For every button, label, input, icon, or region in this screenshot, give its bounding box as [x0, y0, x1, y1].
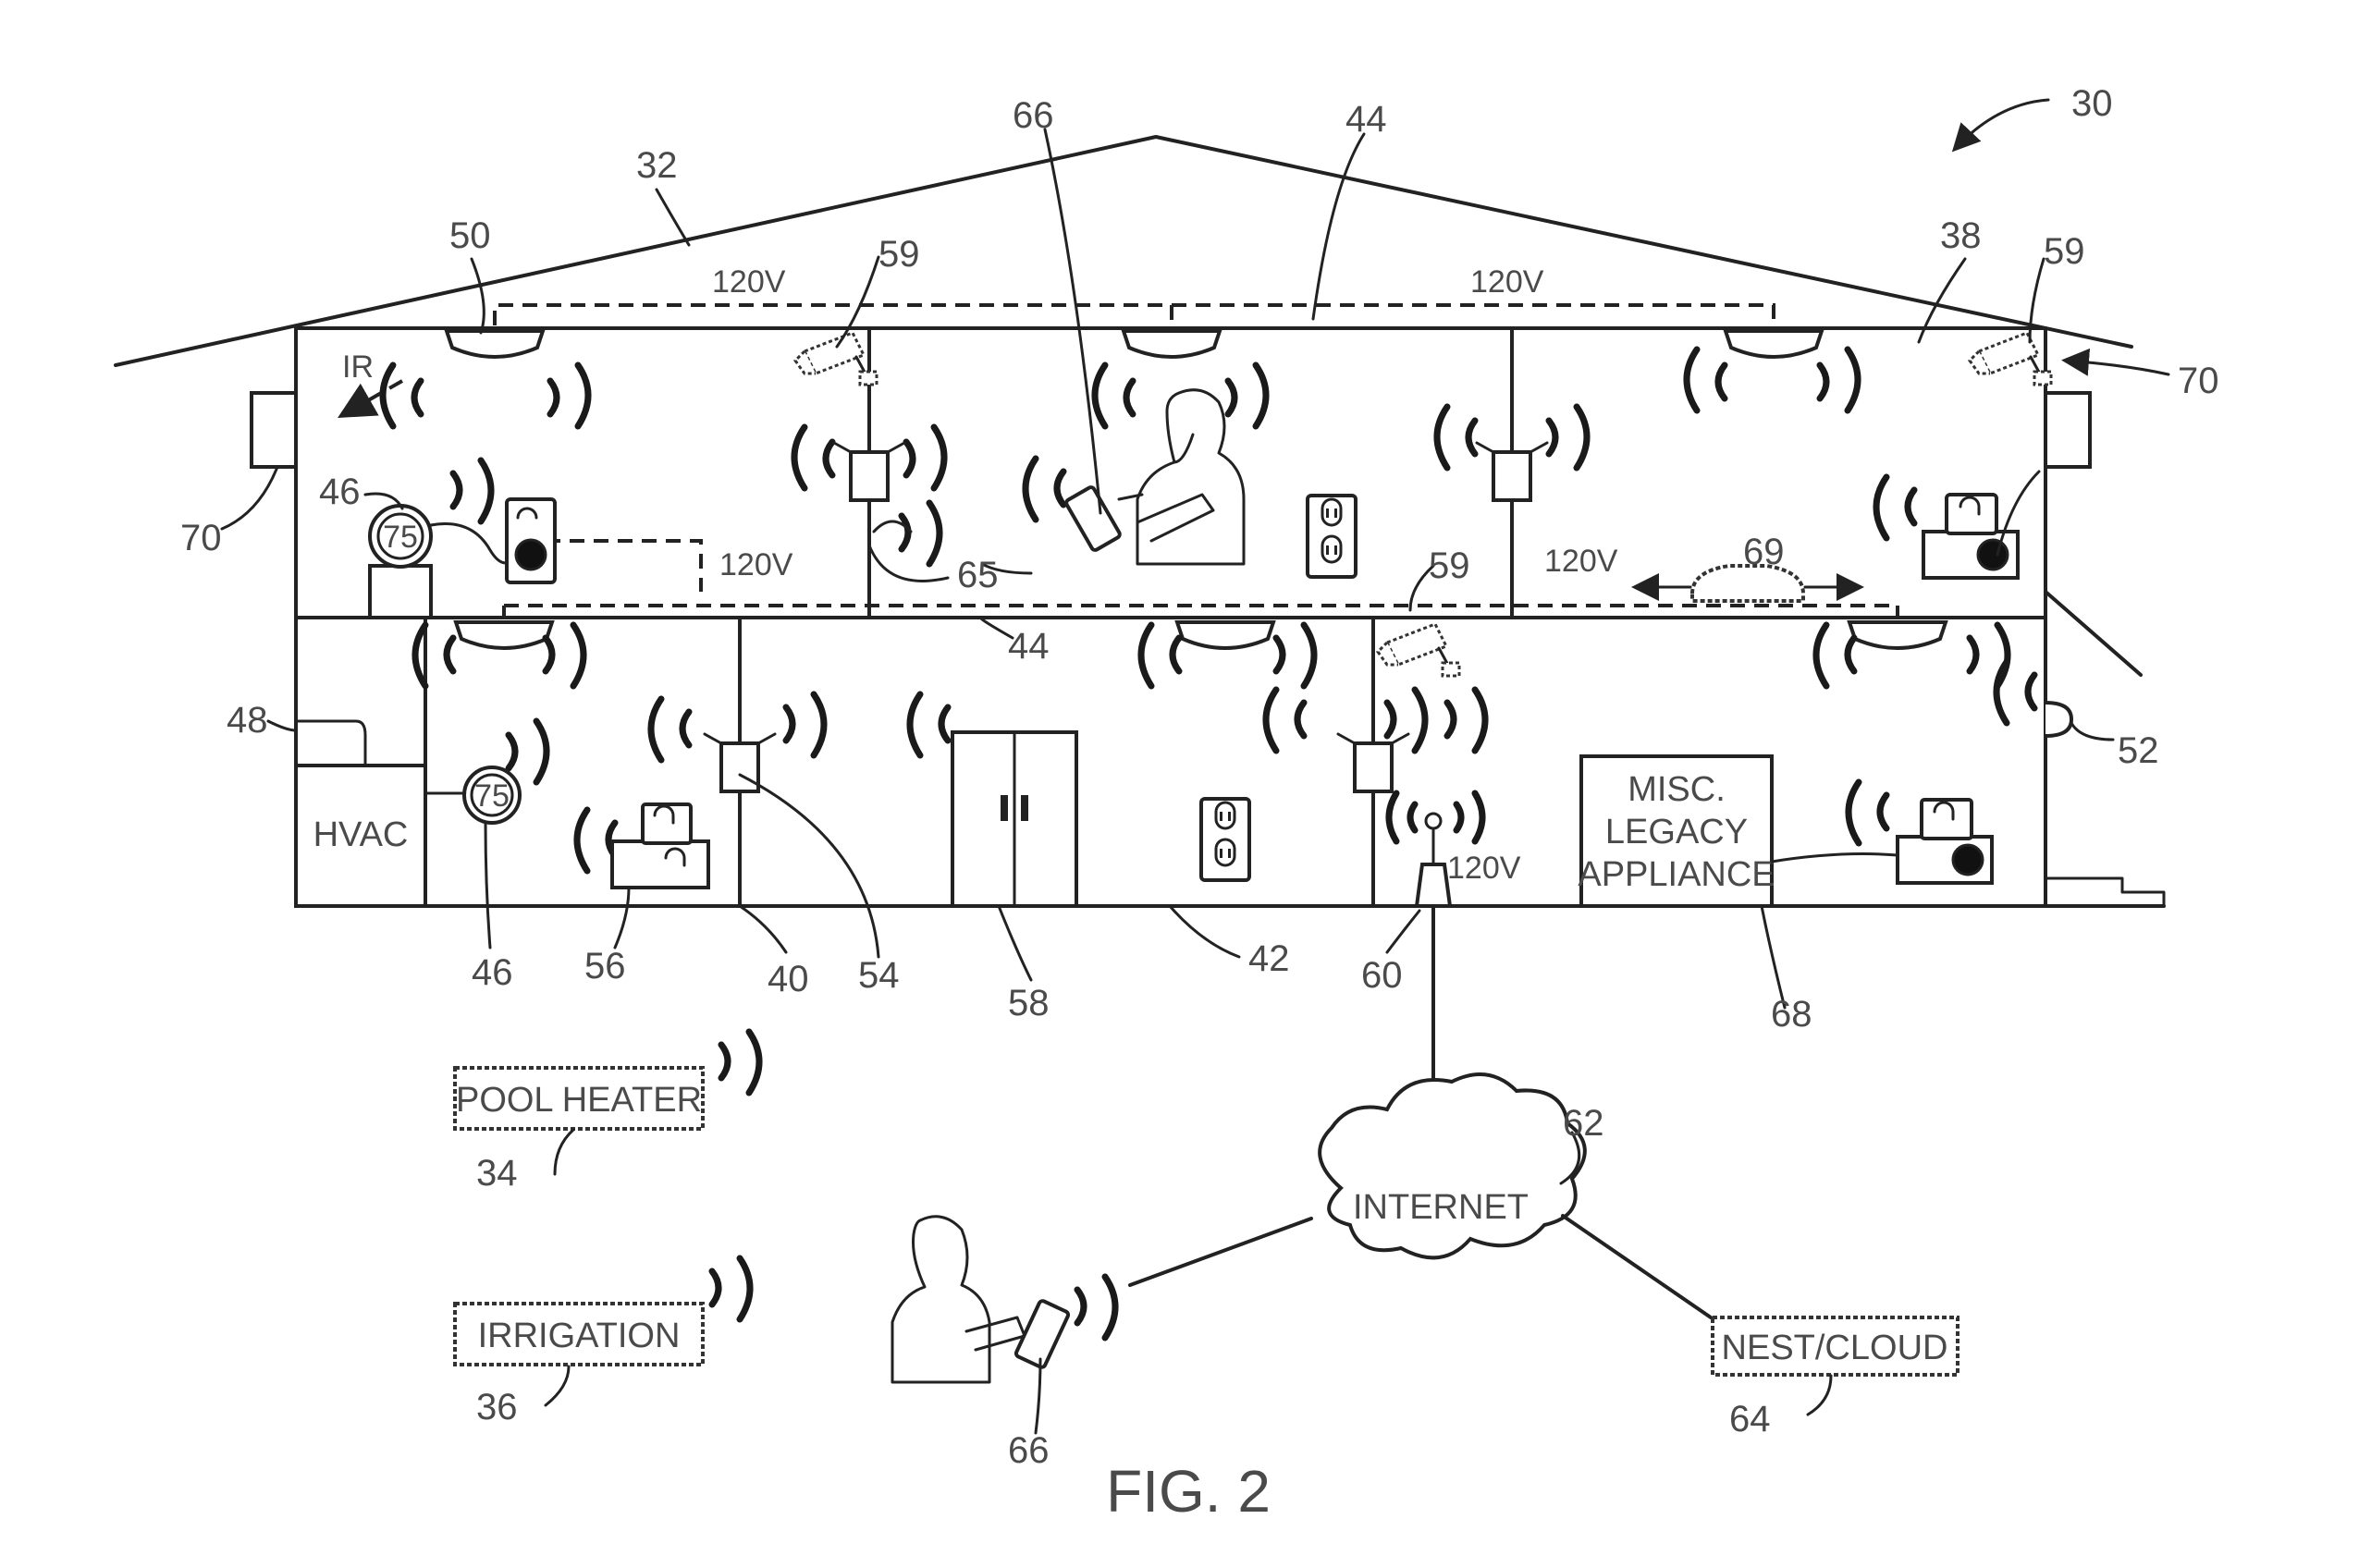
patio-roof	[2044, 590, 2143, 677]
network: INTERNET POOL HEATER IRRIGATION NEST/CLO…	[453, 904, 1959, 1384]
voltage-labels: 120V 120V 120V 120V 120V IR	[342, 264, 1618, 886]
svg-text:32: 32	[636, 145, 678, 186]
svg-text:52: 52	[2118, 730, 2159, 771]
svg-text:APPLIANCE: APPLIANCE	[1578, 855, 1775, 894]
svg-text:59: 59	[1429, 545, 1470, 586]
external-sensor-left	[250, 391, 298, 469]
svg-text:HVAC: HVAC	[313, 815, 409, 854]
svg-text:70: 70	[2178, 361, 2219, 401]
person-upper	[1064, 388, 1246, 566]
reference-numerals: 30 32 50 59 66 44 38 59 70 70 46 65 59 6…	[180, 83, 2219, 1471]
roof	[114, 135, 2133, 367]
svg-text:59: 59	[878, 234, 920, 275]
external-sensor-right	[2044, 391, 2092, 469]
svg-text:66: 66	[1008, 1430, 1050, 1471]
svg-text:30: 30	[2071, 83, 2113, 124]
svg-text:46: 46	[472, 952, 513, 993]
svg-text:LEGACY: LEGACY	[1605, 813, 1748, 851]
svg-text:38: 38	[1940, 215, 1982, 256]
svg-text:120V: 120V	[1447, 851, 1521, 886]
svg-text:42: 42	[1248, 938, 1290, 979]
svg-text:POOL HEATER: POOL HEATER	[456, 1081, 702, 1120]
internet-cloud	[1318, 1072, 1587, 1260]
robotic-vacuum	[1631, 564, 1864, 603]
wiring	[493, 303, 1899, 618]
smart-outlet-upper-left	[505, 497, 557, 584]
hazard-detector	[872, 520, 913, 533]
wireless-waves	[379, 346, 2038, 1341]
refrigerator-58	[951, 730, 1078, 908]
irrigation-box	[453, 1302, 705, 1366]
svg-text:IR: IR	[342, 349, 374, 385]
svg-text:54: 54	[858, 955, 900, 996]
svg-text:46: 46	[319, 472, 361, 512]
router-60	[1414, 812, 1453, 908]
figure-caption: FIG. 2	[1106, 1458, 1271, 1525]
svg-text:62: 62	[1563, 1103, 1604, 1144]
leader-lines	[220, 98, 2170, 1435]
misc-legacy-appliance	[1579, 754, 1774, 908]
svg-text:44: 44	[1008, 626, 1050, 667]
svg-text:120V: 120V	[712, 264, 786, 300]
doorbell-52	[2045, 701, 2074, 738]
svg-text:59: 59	[2044, 231, 2085, 272]
ground-floor-devices: HVAC 75 MISC. LEGACY A	[294, 622, 2074, 908]
svg-text:65: 65	[957, 555, 999, 595]
svg-text:69: 69	[1743, 532, 1785, 572]
svg-text:MISC.: MISC.	[1628, 770, 1726, 809]
nest-cloud-box	[1711, 1316, 1959, 1377]
smart-outlet-56	[610, 802, 710, 889]
svg-text:68: 68	[1771, 994, 1812, 1035]
person-outside	[891, 1215, 1071, 1384]
svg-text:120V: 120V	[1544, 544, 1618, 579]
hvac-unit	[294, 764, 427, 908]
smart-plug-upper-right	[1922, 470, 2041, 580]
svg-text:INTERNET: INTERNET	[1353, 1188, 1529, 1227]
svg-text:70: 70	[180, 518, 222, 558]
svg-text:60: 60	[1361, 955, 1403, 996]
stairs	[2044, 876, 2166, 908]
svg-text:44: 44	[1345, 99, 1387, 140]
svg-text:48: 48	[227, 700, 268, 741]
thermostat-stand	[368, 564, 433, 619]
svg-text:64: 64	[1729, 1399, 1771, 1439]
svg-text:IRRIGATION: IRRIGATION	[478, 1317, 681, 1355]
svg-text:58: 58	[1008, 983, 1050, 1023]
smart-plug-68	[1770, 798, 1994, 885]
pool-heater-box	[453, 1066, 705, 1131]
svg-text:40: 40	[768, 959, 809, 999]
svg-text:75: 75	[474, 778, 510, 814]
svg-text:120V: 120V	[1470, 264, 1544, 300]
svg-text:36: 36	[476, 1387, 518, 1427]
svg-text:NEST/CLOUD: NEST/CLOUD	[1722, 1329, 1948, 1367]
upper-floor-devices: 75	[250, 331, 2092, 619]
svg-text:50: 50	[449, 215, 491, 256]
svg-text:66: 66	[1013, 95, 1054, 136]
svg-text:120V: 120V	[719, 547, 793, 582]
svg-text:34: 34	[476, 1153, 518, 1194]
svg-text:56: 56	[584, 946, 626, 986]
svg-text:75: 75	[383, 520, 418, 555]
